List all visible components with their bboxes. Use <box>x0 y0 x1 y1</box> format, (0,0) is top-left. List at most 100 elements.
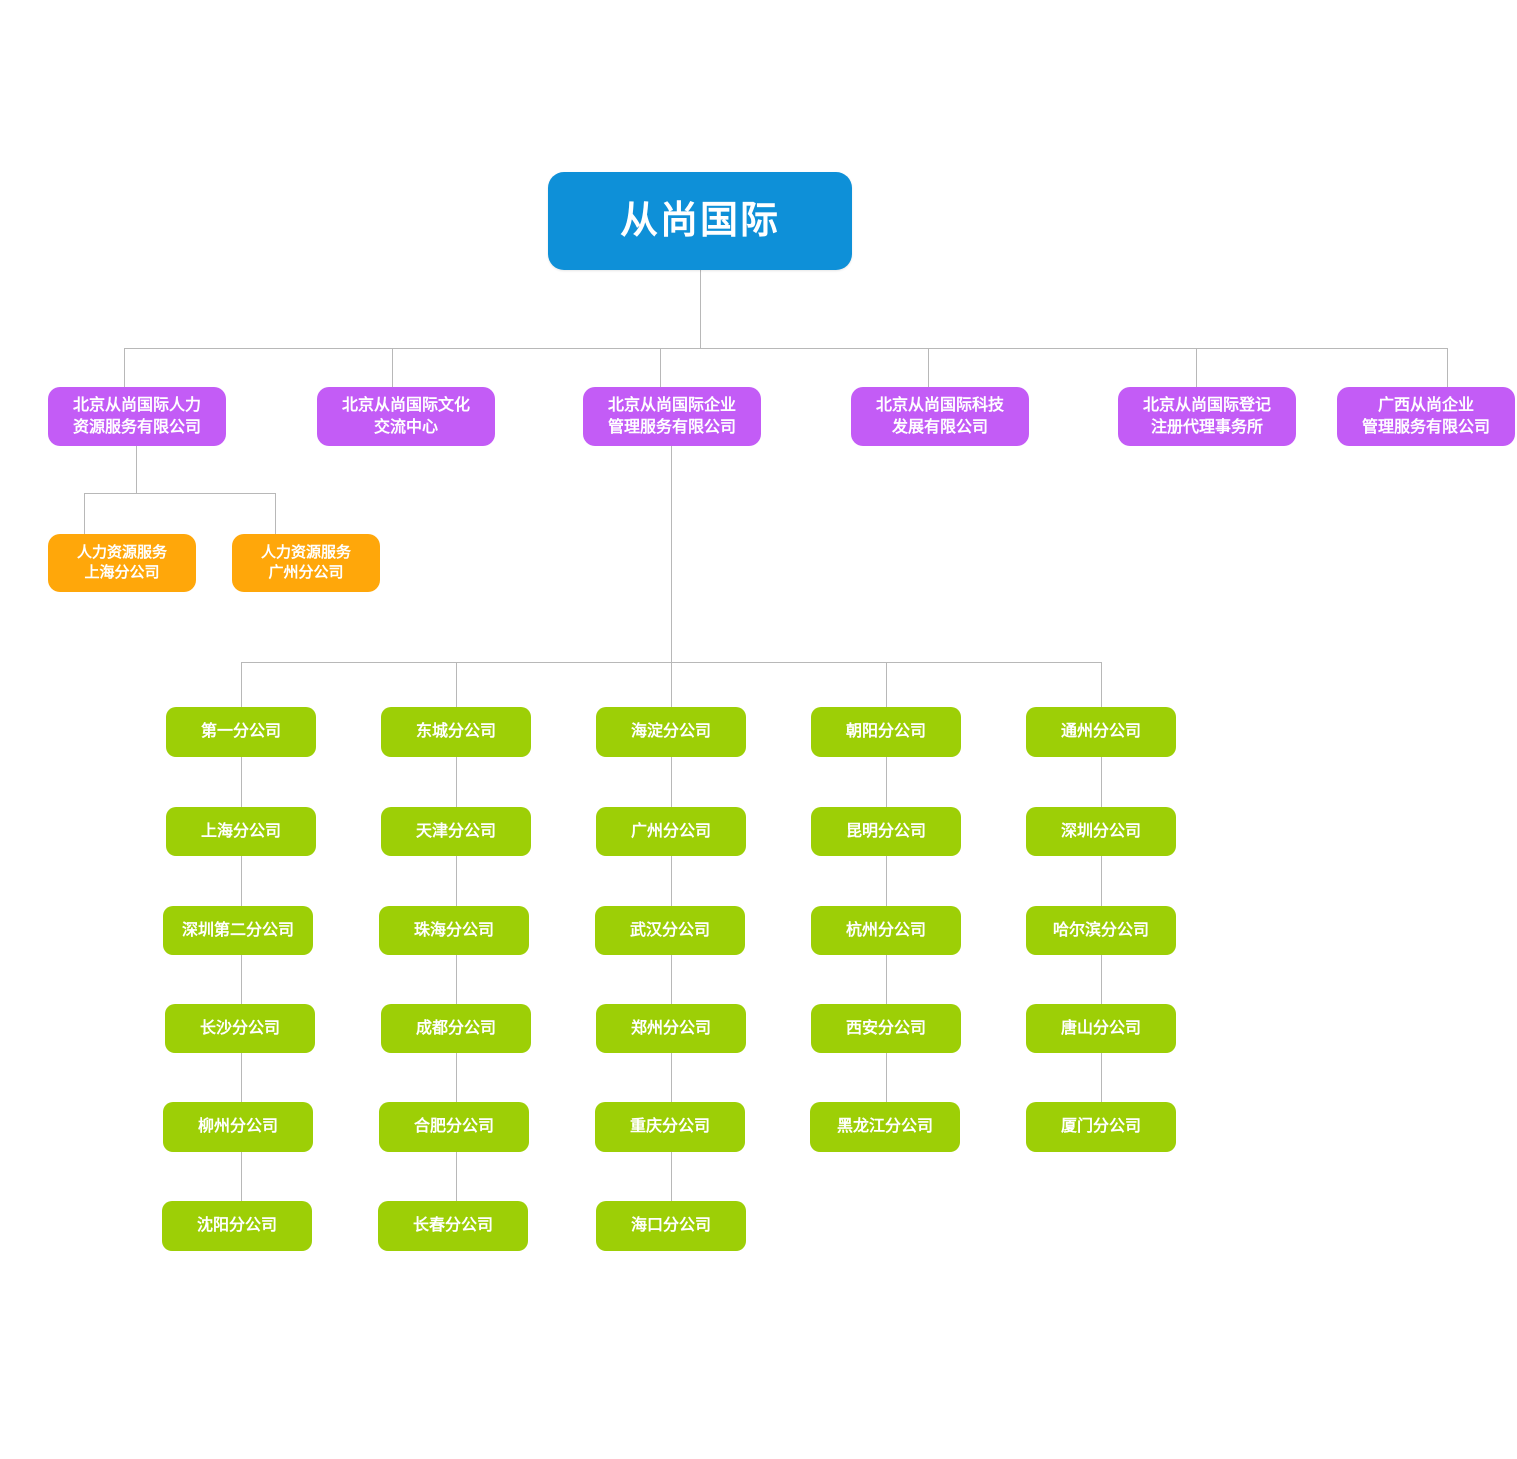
branch-node[interactable]: 上海分公司 <box>166 807 316 856</box>
branch-node-label: 东城分公司 <box>415 723 496 741</box>
branch-node-label: 重庆分公司 <box>629 1118 710 1136</box>
level2-node-culture-exchange[interactable]: 北京从尚国际文化 交流中心 <box>317 387 495 446</box>
level2-node-label: 北京从尚国际企业 管理服务有限公司 <box>589 395 755 437</box>
level2-node-line2: 注册代理事务所 <box>1150 418 1263 436</box>
branch-node[interactable]: 唐山分公司 <box>1026 1004 1176 1053</box>
branch-node[interactable]: 合肥分公司 <box>379 1102 529 1152</box>
connector-chain-2-3 <box>671 955 672 1004</box>
branch-node[interactable]: 东城分公司 <box>381 707 531 757</box>
root-node-congshang-international[interactable]: 从尚国际 <box>548 172 852 270</box>
level2-node-line1: 北京从尚国际科技 <box>875 397 1004 415</box>
branch-node[interactable]: 哈尔滨分公司 <box>1026 906 1176 955</box>
connector-chain-0-4 <box>241 1053 242 1102</box>
branch-node-label: 深圳第二分公司 <box>181 921 294 939</box>
branch-node[interactable]: 重庆分公司 <box>595 1102 745 1152</box>
branch-node[interactable]: 通州分公司 <box>1026 707 1176 757</box>
branch-node-label: 西安分公司 <box>845 1019 926 1037</box>
hr-branch-line1: 人力资源服务 <box>76 544 167 562</box>
branch-node[interactable]: 柳州分公司 <box>163 1102 313 1152</box>
branch-node[interactable]: 郑州分公司 <box>596 1004 746 1053</box>
branch-node[interactable]: 海淀分公司 <box>596 707 746 757</box>
level2-node-line2: 管理服务有限公司 <box>607 418 736 436</box>
connector-chain-3-4 <box>886 1053 887 1102</box>
branch-node[interactable]: 昆明分公司 <box>811 807 961 856</box>
branch-node[interactable]: 天津分公司 <box>381 807 531 856</box>
level2-node-label: 北京从尚国际人力 资源服务有限公司 <box>54 395 220 437</box>
branch-node-label: 朝阳分公司 <box>845 723 926 741</box>
connector-chain-2-1 <box>671 757 672 807</box>
level2-node-guangxi-enterprise-management[interactable]: 广西从尚企业 管理服务有限公司 <box>1337 387 1515 446</box>
branch-node[interactable]: 成都分公司 <box>381 1004 531 1053</box>
level2-node-line1: 北京从尚国际文化 <box>341 397 470 415</box>
hr-branch-node-guangzhou[interactable]: 人力资源服务 广州分公司 <box>232 534 380 592</box>
branch-node-label: 郑州分公司 <box>630 1019 711 1037</box>
branch-node[interactable]: 长沙分公司 <box>165 1004 315 1053</box>
branch-node-label: 深圳分公司 <box>1060 822 1141 840</box>
hr-branch-label: 人力资源服务 上海分公司 <box>54 543 190 583</box>
level2-node-line1: 北京从尚国际人力 <box>72 397 201 415</box>
connector-level2-drop-0 <box>124 348 125 387</box>
level2-node-line2: 发展有限公司 <box>891 418 988 436</box>
connector-hr-drop-0 <box>84 493 85 534</box>
branch-node-label: 唐山分公司 <box>1060 1019 1141 1037</box>
hr-branch-line2: 广州分公司 <box>268 564 344 581</box>
connector-hr-bus <box>84 493 275 494</box>
connector-branch-drop-4 <box>1101 662 1102 708</box>
level2-node-line1: 北京从尚国际企业 <box>607 397 736 415</box>
level2-node-technology-development[interactable]: 北京从尚国际科技 发展有限公司 <box>851 387 1029 446</box>
branch-node-label: 通州分公司 <box>1060 723 1141 741</box>
branch-node[interactable]: 朝阳分公司 <box>811 707 961 757</box>
connector-chain-1-5 <box>456 1152 457 1201</box>
branch-node-label: 柳州分公司 <box>197 1118 278 1136</box>
branch-node-label: 沈阳分公司 <box>196 1217 277 1235</box>
level2-node-label: 北京从尚国际科技 发展有限公司 <box>857 395 1023 437</box>
connector-level2-bus <box>124 348 1447 349</box>
branch-node[interactable]: 西安分公司 <box>811 1004 961 1053</box>
connector-branch-drop-3 <box>886 662 887 708</box>
branch-node[interactable]: 沈阳分公司 <box>162 1201 312 1251</box>
level2-node-line2: 资源服务有限公司 <box>72 418 201 436</box>
branch-node[interactable]: 广州分公司 <box>596 807 746 856</box>
branch-node[interactable]: 海口分公司 <box>596 1201 746 1251</box>
level2-node-line2: 管理服务有限公司 <box>1361 418 1490 436</box>
level2-node-registration-agency[interactable]: 北京从尚国际登记 注册代理事务所 <box>1118 387 1296 446</box>
connector-chain-2-5 <box>671 1152 672 1201</box>
connector-chain-3-2 <box>886 856 887 906</box>
connector-chain-4-3 <box>1101 955 1102 1004</box>
branch-node[interactable]: 杭州分公司 <box>811 906 961 955</box>
level2-node-hr-service[interactable]: 北京从尚国际人力 资源服务有限公司 <box>48 387 226 446</box>
level2-node-line1: 广西从尚企业 <box>1377 397 1474 415</box>
branch-node[interactable]: 长春分公司 <box>378 1201 528 1251</box>
branch-node-label: 天津分公司 <box>415 822 496 840</box>
branch-node[interactable]: 深圳分公司 <box>1026 807 1176 856</box>
connector-chain-0-2 <box>241 856 242 906</box>
connector-chain-4-1 <box>1101 757 1102 807</box>
connector-level2-drop-1 <box>392 348 393 387</box>
root-node-label: 从尚国际 <box>619 199 780 242</box>
branch-node[interactable]: 珠海分公司 <box>379 906 529 955</box>
level2-node-line2: 交流中心 <box>373 418 438 436</box>
branch-node-label: 海淀分公司 <box>630 723 711 741</box>
connector-chain-2-4 <box>671 1053 672 1102</box>
level2-node-enterprise-management[interactable]: 北京从尚国际企业 管理服务有限公司 <box>583 387 761 446</box>
branch-node-label: 昆明分公司 <box>845 822 926 840</box>
branch-node-label: 黑龙江分公司 <box>836 1118 933 1136</box>
branch-node[interactable]: 深圳第二分公司 <box>163 906 313 955</box>
hr-branch-node-shanghai[interactable]: 人力资源服务 上海分公司 <box>48 534 196 592</box>
branch-node-label: 厦门分公司 <box>1060 1118 1141 1136</box>
branch-node[interactable]: 黑龙江分公司 <box>810 1102 960 1152</box>
connector-chain-0-1 <box>241 757 242 807</box>
level2-node-label: 北京从尚国际登记 注册代理事务所 <box>1124 395 1290 437</box>
hr-branch-label: 人力资源服务 广州分公司 <box>238 543 374 583</box>
level2-node-label: 广西从尚企业 管理服务有限公司 <box>1343 395 1509 437</box>
connector-chain-3-1 <box>886 757 887 807</box>
level2-node-line1: 北京从尚国际登记 <box>1142 397 1271 415</box>
connector-branch-drop-2 <box>671 662 672 708</box>
branch-node[interactable]: 武汉分公司 <box>595 906 745 955</box>
branch-node-label: 上海分公司 <box>200 822 281 840</box>
branch-node-label: 广州分公司 <box>630 822 711 840</box>
branch-node-label: 哈尔滨分公司 <box>1052 921 1149 939</box>
branch-node[interactable]: 第一分公司 <box>166 707 316 757</box>
branch-node[interactable]: 厦门分公司 <box>1026 1102 1176 1152</box>
